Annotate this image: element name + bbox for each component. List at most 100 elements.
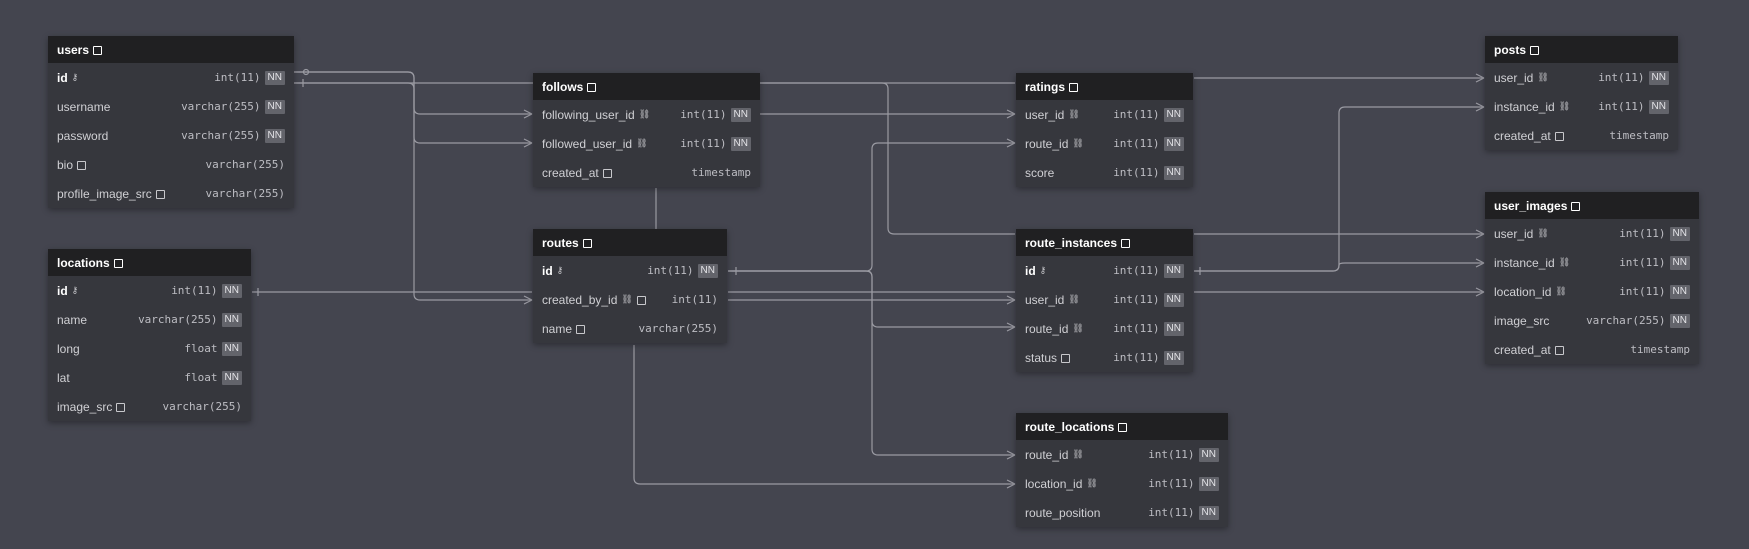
not-null-badge: NN — [1648, 99, 1669, 114]
not-null-badge: NN — [221, 370, 242, 385]
column-row[interactable]: route_id⛓int(11)NN — [1016, 129, 1193, 158]
not-null-badge: NN — [1163, 136, 1184, 151]
column-row[interactable]: id⚷int(11)NN — [533, 256, 727, 285]
column-name: name — [542, 321, 573, 336]
note-icon[interactable] — [1530, 46, 1540, 55]
column-name-group: user_id⛓ — [1494, 71, 1549, 85]
column-name: user_id — [1025, 107, 1065, 122]
table-header[interactable]: user_images — [1485, 192, 1699, 219]
marker-posts-many-1 — [1475, 73, 1485, 83]
not-null-badge: NN — [1163, 292, 1184, 307]
column-row[interactable]: instance_id⛓int(11)NN — [1485, 248, 1699, 277]
note-icon[interactable] — [582, 239, 592, 248]
note-icon[interactable] — [1554, 346, 1564, 355]
not-null-badge: NN — [264, 128, 285, 143]
column-type: int(11) — [1619, 227, 1666, 240]
column-row[interactable]: id⚷int(11)NN — [48, 63, 294, 92]
marker-instances-many-2 — [1006, 322, 1016, 332]
note-icon[interactable] — [1571, 202, 1581, 211]
column-type: int(11) — [214, 71, 261, 84]
note-icon[interactable] — [587, 83, 597, 92]
table-header[interactable]: route_locations — [1016, 413, 1228, 440]
note-icon[interactable] — [576, 325, 586, 334]
table-header[interactable]: route_instances — [1016, 229, 1193, 256]
table-header[interactable]: users — [48, 36, 294, 63]
not-null-badge: NN — [697, 263, 718, 278]
column-row[interactable]: user_id⛓int(11)NN — [1016, 100, 1193, 129]
note-icon[interactable] — [1554, 132, 1564, 141]
table-title: posts — [1494, 42, 1527, 57]
column-row[interactable]: id⚷int(11)NN — [48, 276, 251, 305]
table-header[interactable]: routes — [533, 229, 727, 256]
not-null-badge: NN — [1163, 350, 1184, 365]
table-header[interactable]: posts — [1485, 36, 1678, 63]
note-icon[interactable] — [93, 46, 103, 55]
column-row[interactable]: instance_id⛓int(11)NN — [1485, 92, 1678, 121]
note-icon[interactable] — [77, 161, 87, 170]
link-icon: ⛓ — [1072, 449, 1084, 459]
column-name: id — [1025, 263, 1036, 278]
note-icon[interactable] — [602, 169, 612, 178]
column-row[interactable]: route_id⛓int(11)NN — [1016, 314, 1193, 343]
column-row[interactable]: location_id⛓int(11)NN — [1485, 277, 1699, 306]
column-name: route_id — [1025, 321, 1069, 336]
column-name: image_src — [57, 399, 113, 414]
column-row[interactable]: user_id⛓int(11)NN — [1016, 285, 1193, 314]
column-row[interactable]: id⚷int(11)NN — [1016, 256, 1193, 285]
key-icon: ⚷ — [71, 285, 79, 295]
not-null-badge: NN — [1163, 263, 1184, 278]
column-row[interactable]: created_by_id⛓int(11) — [533, 285, 727, 314]
link-icon: ⛓ — [1086, 478, 1098, 488]
column-row[interactable]: user_id⛓int(11)NN — [1485, 219, 1699, 248]
column-name-group: id⚷ — [57, 71, 78, 85]
column-row[interactable]: location_id⛓int(11)NN — [1016, 469, 1228, 498]
table-header[interactable]: ratings — [1016, 73, 1193, 100]
note-icon[interactable] — [155, 190, 165, 199]
column-row[interactable]: followed_user_id⛓int(11)NN — [533, 129, 760, 158]
note-icon[interactable] — [636, 296, 646, 305]
column-row[interactable]: user_id⛓int(11)NN — [1485, 63, 1678, 92]
column-row[interactable]: route_id⛓int(11)NN — [1016, 440, 1228, 469]
table-header[interactable]: locations — [48, 249, 251, 276]
column-name-group: created_by_id⛓ — [542, 293, 646, 307]
note-icon[interactable] — [1061, 354, 1071, 363]
link-icon: ⛓ — [621, 294, 633, 304]
column-name-group: profile_image_src — [57, 187, 165, 201]
table-header[interactable]: follows — [533, 73, 760, 100]
column-name-group: password — [57, 129, 108, 143]
column-row[interactable]: following_user_id⛓int(11)NN — [533, 100, 760, 129]
note-icon[interactable] — [113, 259, 123, 268]
note-icon[interactable] — [1118, 423, 1128, 432]
note-icon[interactable] — [1121, 239, 1131, 248]
marker-follows-many-1 — [523, 109, 533, 119]
marker-rl-many-1 — [1006, 450, 1016, 460]
link-instances-userimages — [1194, 262, 1484, 272]
note-icon[interactable] — [1069, 83, 1079, 92]
note-icon[interactable] — [116, 403, 126, 412]
